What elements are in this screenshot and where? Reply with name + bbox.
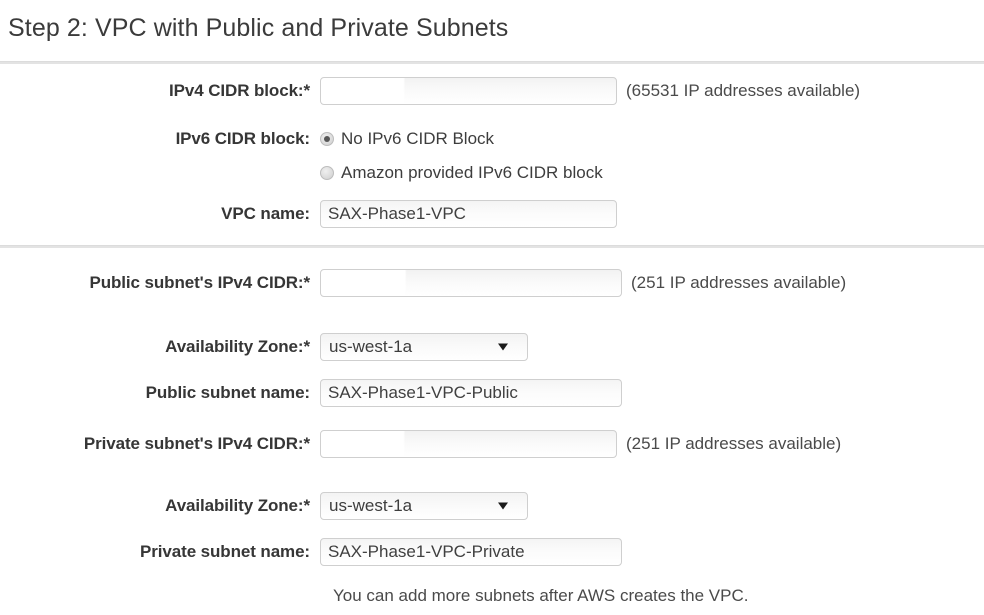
private-subnet-cidr-hint: (251 IP addresses available) bbox=[626, 434, 842, 453]
field-area-vpc-name bbox=[320, 200, 984, 228]
field-area-private-subnet-cidr: (251 IP addresses available) bbox=[320, 430, 984, 458]
row-private-subnet-name: Private subnet name: bbox=[0, 537, 984, 567]
field-area-public-availability-zone: us-west-1a bbox=[320, 333, 984, 361]
field-area-ipv6-option-2: Amazon provided IPv6 CIDR block bbox=[320, 163, 984, 183]
radio-label-no-ipv6: No IPv6 CIDR Block bbox=[341, 129, 495, 148]
row-vpc-name: VPC name: bbox=[0, 199, 984, 229]
row-ipv6-cidr-option-2: Amazon provided IPv6 CIDR block bbox=[0, 158, 984, 188]
vpc-name-input[interactable] bbox=[320, 200, 617, 228]
ipv4-cidr-hint: (65531 IP addresses available) bbox=[626, 81, 861, 100]
label-private-availability-zone: Availability Zone:* bbox=[165, 496, 310, 515]
radio-button-icon[interactable] bbox=[320, 132, 334, 146]
section-divider-top bbox=[0, 61, 984, 64]
row-public-subnet-name: Public subnet name: bbox=[0, 378, 984, 408]
private-subnet-cidr-input[interactable] bbox=[320, 430, 617, 458]
radio-option-amazon-ipv6[interactable]: Amazon provided IPv6 CIDR block bbox=[320, 163, 603, 183]
public-subnet-name-input[interactable] bbox=[320, 379, 622, 407]
field-area-private-availability-zone: us-west-1a bbox=[320, 492, 984, 520]
row-private-subnet-cidr: Private subnet's IPv4 CIDR:* (251 IP add… bbox=[0, 429, 984, 459]
label-public-subnet-cidr: Public subnet's IPv4 CIDR:* bbox=[89, 273, 311, 292]
label-ipv6-cidr: IPv6 CIDR block: bbox=[175, 129, 311, 148]
label-private-subnet-cidr: Private subnet's IPv4 CIDR:* bbox=[83, 434, 310, 453]
private-availability-zone-select[interactable]: us-west-1a bbox=[320, 492, 528, 520]
field-area-private-subnet-name bbox=[320, 538, 984, 566]
public-availability-zone-value: us-west-1a bbox=[329, 337, 413, 356]
field-area-public-subnet-name bbox=[320, 379, 984, 407]
chevron-down-icon[interactable] bbox=[498, 343, 508, 351]
radio-label-amazon-ipv6: Amazon provided IPv6 CIDR block bbox=[341, 163, 603, 182]
public-subnet-cidr-input[interactable] bbox=[320, 269, 622, 297]
label-ipv4-cidr: IPv4 CIDR block:* bbox=[169, 81, 310, 100]
private-availability-zone-value: us-west-1a bbox=[329, 496, 413, 515]
subnets-footnote: You can add more subnets after AWS creat… bbox=[333, 586, 749, 605]
field-area-ipv4-cidr: (65531 IP addresses available) bbox=[320, 77, 984, 105]
label-vpc-name: VPC name: bbox=[221, 204, 310, 223]
section-divider-middle bbox=[0, 245, 984, 248]
row-public-availability-zone: Availability Zone:* us-west-1a bbox=[0, 332, 984, 362]
public-subnet-cidr-hint: (251 IP addresses available) bbox=[631, 273, 847, 292]
label-public-subnet-name: Public subnet name: bbox=[145, 383, 310, 402]
row-private-availability-zone: Availability Zone:* us-west-1a bbox=[0, 491, 984, 521]
radio-option-no-ipv6[interactable]: No IPv6 CIDR Block bbox=[320, 129, 494, 149]
chevron-down-icon[interactable] bbox=[498, 502, 508, 510]
row-public-subnet-cidr: Public subnet's IPv4 CIDR:* (251 IP addr… bbox=[0, 268, 984, 298]
private-subnet-name-input[interactable] bbox=[320, 538, 622, 566]
radio-button-icon[interactable] bbox=[320, 166, 334, 180]
public-availability-zone-select[interactable]: us-west-1a bbox=[320, 333, 528, 361]
label-private-subnet-name: Private subnet name: bbox=[140, 542, 310, 561]
row-ipv6-cidr: IPv6 CIDR block: No IPv6 CIDR Block bbox=[0, 124, 984, 154]
field-area-ipv6-option-1: No IPv6 CIDR Block bbox=[320, 129, 984, 149]
label-public-availability-zone: Availability Zone:* bbox=[165, 337, 310, 356]
row-ipv4-cidr: IPv4 CIDR block:* (65531 IP addresses av… bbox=[0, 76, 984, 106]
page-title: Step 2: VPC with Public and Private Subn… bbox=[8, 14, 509, 42]
ipv4-cidr-input[interactable] bbox=[320, 77, 617, 105]
field-area-public-subnet-cidr: (251 IP addresses available) bbox=[320, 269, 984, 297]
